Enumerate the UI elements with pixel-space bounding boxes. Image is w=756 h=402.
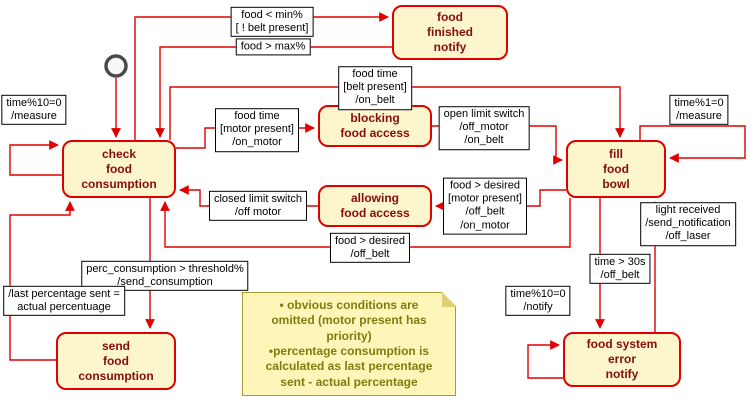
transition-label-food-time-motor: food time [motor present] /on_motor [215, 108, 299, 152]
state-check-food-consumption: check food consumption [62, 140, 176, 198]
transition-label-time-mod1-measure: time%1=0 /measure [669, 94, 729, 126]
state-allowing-food-access: allowing food access [318, 185, 432, 227]
arrow-error-self-loop [527, 340, 563, 379]
arrow-send-to-check [9, 201, 75, 361]
transition-label-time-mod10-notify: time%10=0 /notify [505, 285, 571, 317]
arrow-check-self-loop [9, 140, 62, 176]
state-blocking-food-access: blocking food access [318, 105, 432, 147]
arrow-food-finished-to-check [155, 46, 392, 138]
state-send-food-consumption: send food consumption [56, 332, 176, 390]
note-fold-flap-icon [441, 291, 457, 307]
note-text: • obvious conditions are omitted (motor … [265, 298, 433, 389]
transition-label-time-mod10-measure: time%10=0 /measure [1, 94, 67, 126]
transition-label-food-gt-max: food > max% [235, 38, 311, 56]
transition-label-last-percentage: /last percentage sent = actual percentua… [3, 285, 125, 317]
state-fill-food-bowl: fill food bowl [566, 140, 666, 198]
initial-state-icon [104, 54, 128, 78]
arrow-fill-self-loop [639, 125, 746, 163]
transition-label-food-gt-desired: food > desired /off_belt [329, 232, 411, 264]
transition-label-food-gt-desired-motor: food > desired [motor present] /off_belt… [443, 177, 527, 235]
transition-label-closed-limit-switch: closed limit switch /off motor [208, 190, 308, 222]
transition-label-light-received: light received /send_notification /off_l… [640, 202, 736, 246]
transition-label-open-limit-switch: open limit switch /off_motor /on_belt [438, 106, 530, 150]
transition-label-food-lt-min: food < min% [ ! belt present] [230, 6, 314, 38]
state-food-finished-notify: food finished notify [392, 5, 508, 60]
transition-label-time-gt-30s: time > 30s /off_belt [589, 253, 651, 285]
diagram-note: • obvious conditions are omitted (motor … [242, 291, 457, 396]
transition-label-perc-consumption: perc_consumption > threshold% /send_cons… [81, 260, 249, 292]
transition-label-food-time-belt: food time [belt present] /on_belt [338, 66, 412, 110]
state-food-system-error-notify: food system error notify [563, 332, 681, 387]
